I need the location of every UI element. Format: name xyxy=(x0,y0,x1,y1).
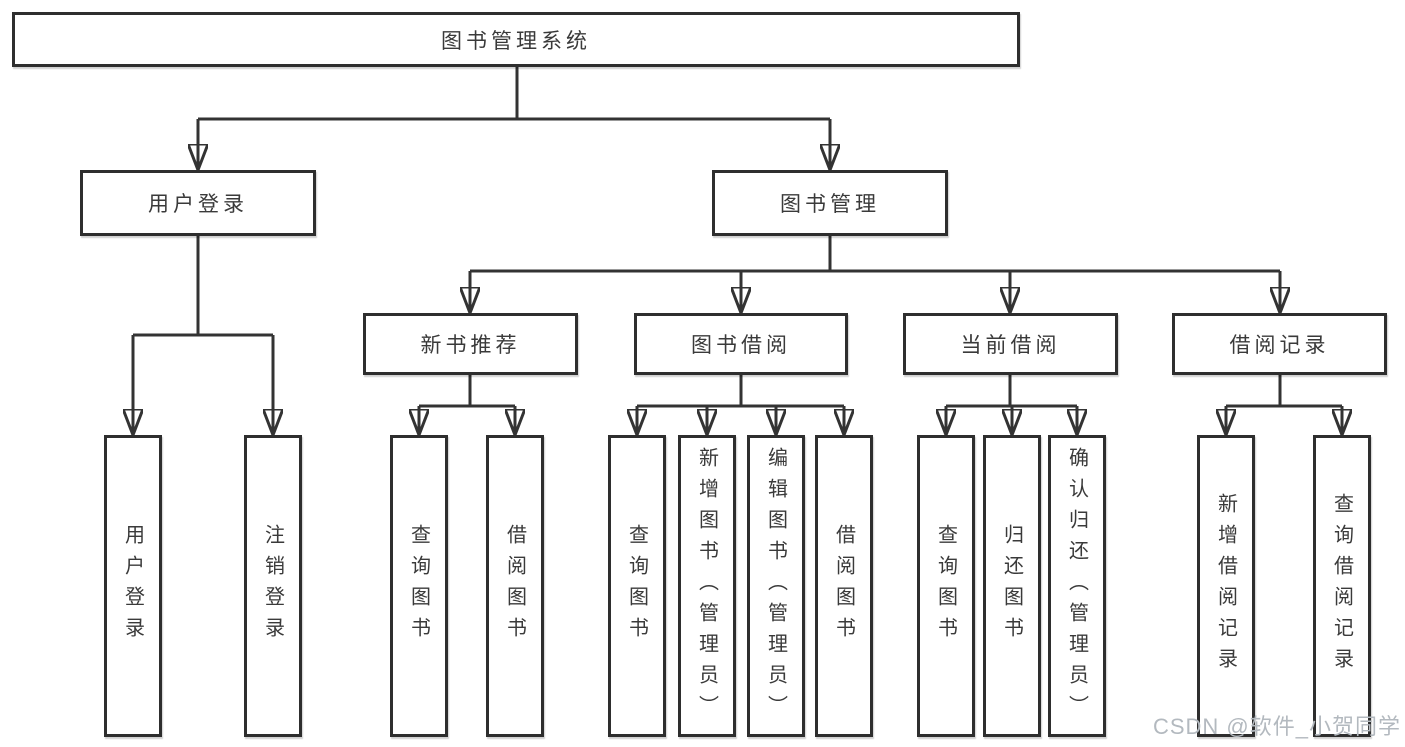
leaf-borrowing-query-books-label: 查询图书 xyxy=(625,524,648,648)
node-book-borrowing: 图书借阅 xyxy=(634,313,848,375)
csdn-watermark: CSDN @软件_小贺同学 xyxy=(1152,714,1401,739)
leaf-current-return-books: 归还图书 xyxy=(983,435,1041,737)
node-book-management: 图书管理 xyxy=(712,170,948,236)
leaf-records-query-record: 查询借阅记录 xyxy=(1313,435,1371,737)
leaf-current-query-books: 查询图书 xyxy=(917,435,975,737)
leaf-records-add-record-label: 新增借阅记录 xyxy=(1214,493,1237,679)
node-book-management-label: 图书管理 xyxy=(780,193,880,216)
leaf-recommend-borrow-books: 借阅图书 xyxy=(486,435,544,737)
node-user-login: 用户登录 xyxy=(80,170,316,236)
leaf-current-return-books-label: 归还图书 xyxy=(1000,524,1023,648)
connectors-new-book-recommend-children xyxy=(419,375,515,434)
node-new-book-recommend: 新书推荐 xyxy=(363,313,578,375)
leaf-current-query-books-label: 查询图书 xyxy=(934,524,957,648)
node-system-root: 图书管理系统 xyxy=(12,12,1020,67)
connectors-book-management-children xyxy=(470,236,1280,312)
leaf-recommend-borrow-books-label: 借阅图书 xyxy=(503,524,526,648)
leaf-user-login-label: 用户登录 xyxy=(121,524,144,648)
leaf-borrowing-borrow-books: 借阅图书 xyxy=(815,435,873,737)
connectors-current-borrowing-children xyxy=(946,375,1077,434)
leaf-logout: 注销登录 xyxy=(244,435,302,737)
connectors-book-borrowing-children xyxy=(637,375,844,434)
node-book-borrowing-label: 图书借阅 xyxy=(691,334,791,357)
leaf-recommend-query-books: 查询图书 xyxy=(390,435,448,737)
node-current-borrowing: 当前借阅 xyxy=(903,313,1118,375)
leaf-current-confirm-return-admin: 确认归还（管理员） xyxy=(1048,435,1106,737)
node-system-root-label: 图书管理系统 xyxy=(441,29,591,53)
leaf-user-login: 用户登录 xyxy=(104,435,162,737)
leaf-borrowing-borrow-books-label: 借阅图书 xyxy=(832,524,855,648)
connectors-user-login-children xyxy=(133,236,273,434)
node-user-login-label: 用户登录 xyxy=(148,193,248,216)
leaf-records-add-record: 新增借阅记录 xyxy=(1197,435,1255,737)
leaf-borrowing-edit-books-admin-label: 编辑图书（管理员） xyxy=(764,446,787,726)
leaf-logout-label: 注销登录 xyxy=(261,524,284,648)
node-current-borrowing-label: 当前借阅 xyxy=(960,334,1061,357)
node-new-book-recommend-label: 新书推荐 xyxy=(420,334,521,357)
leaf-borrowing-add-books-admin-label: 新增图书（管理员） xyxy=(695,446,718,726)
leaf-borrowing-edit-books-admin: 编辑图书（管理员） xyxy=(747,435,805,737)
leaf-records-query-record-label: 查询借阅记录 xyxy=(1330,493,1353,679)
leaf-borrowing-add-books-admin: 新增图书（管理员） xyxy=(678,435,736,737)
connectors-borrowing-records-children xyxy=(1226,375,1342,434)
leaf-recommend-query-books-label: 查询图书 xyxy=(407,524,430,648)
leaf-borrowing-query-books: 查询图书 xyxy=(608,435,666,737)
connectors-root-to-level2 xyxy=(198,67,830,169)
node-borrowing-records-label: 借阅记录 xyxy=(1229,334,1330,357)
leaf-current-confirm-return-admin-label: 确认归还（管理员） xyxy=(1065,446,1088,726)
node-borrowing-records: 借阅记录 xyxy=(1172,313,1387,375)
